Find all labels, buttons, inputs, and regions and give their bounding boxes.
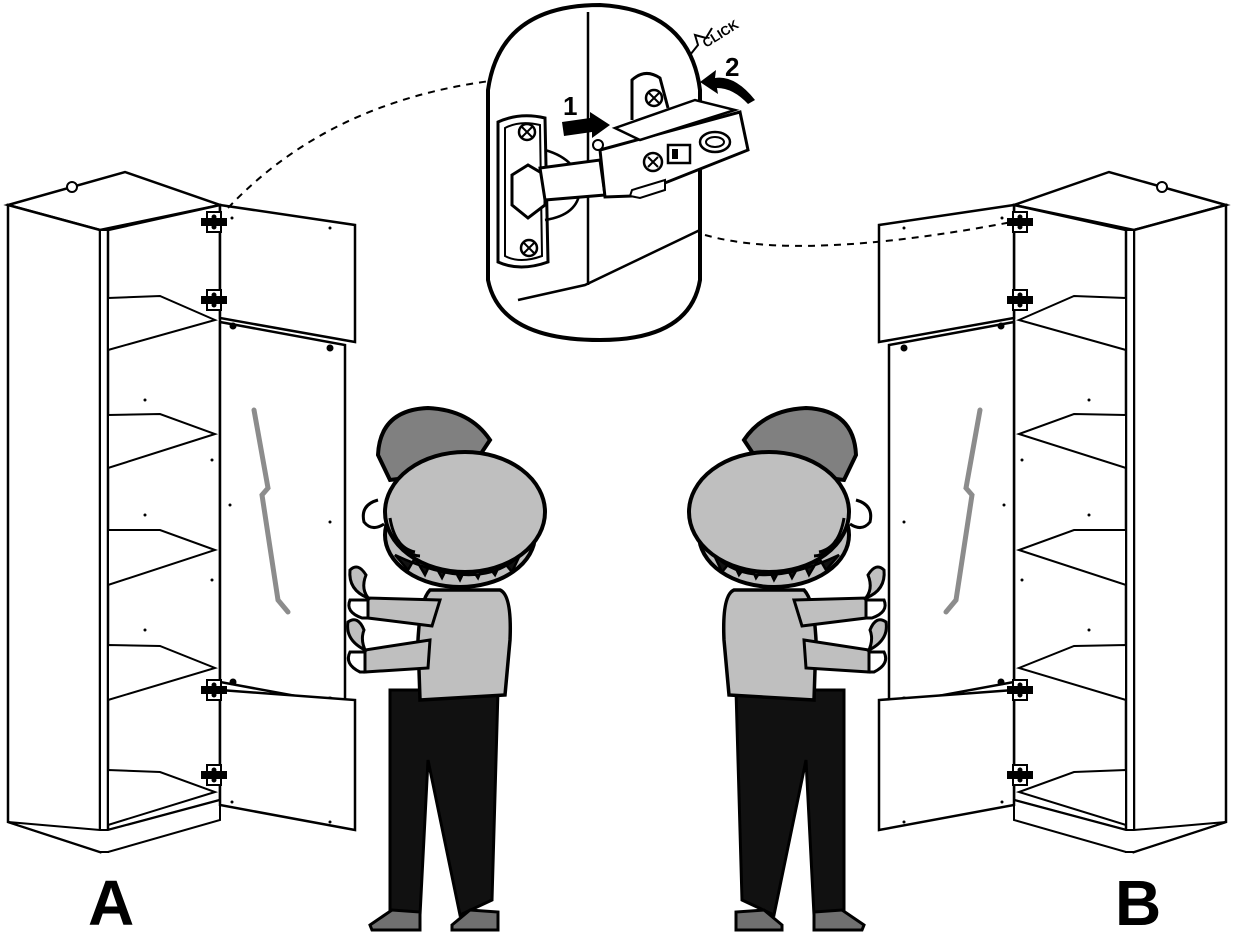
worker-figure-b	[689, 408, 886, 930]
hinge-detail-callout	[488, 5, 755, 340]
worker-figure-a	[348, 408, 545, 930]
step-2-label: 2	[725, 52, 739, 82]
click-label: CLICK	[700, 16, 742, 50]
cabinet-b	[879, 172, 1226, 852]
variant-b-label: B	[1115, 867, 1161, 935]
leader-line-a	[228, 80, 498, 208]
variant-a-label: A	[88, 867, 134, 935]
cabinet-a	[8, 172, 355, 852]
step-1-label: 1	[563, 91, 577, 121]
